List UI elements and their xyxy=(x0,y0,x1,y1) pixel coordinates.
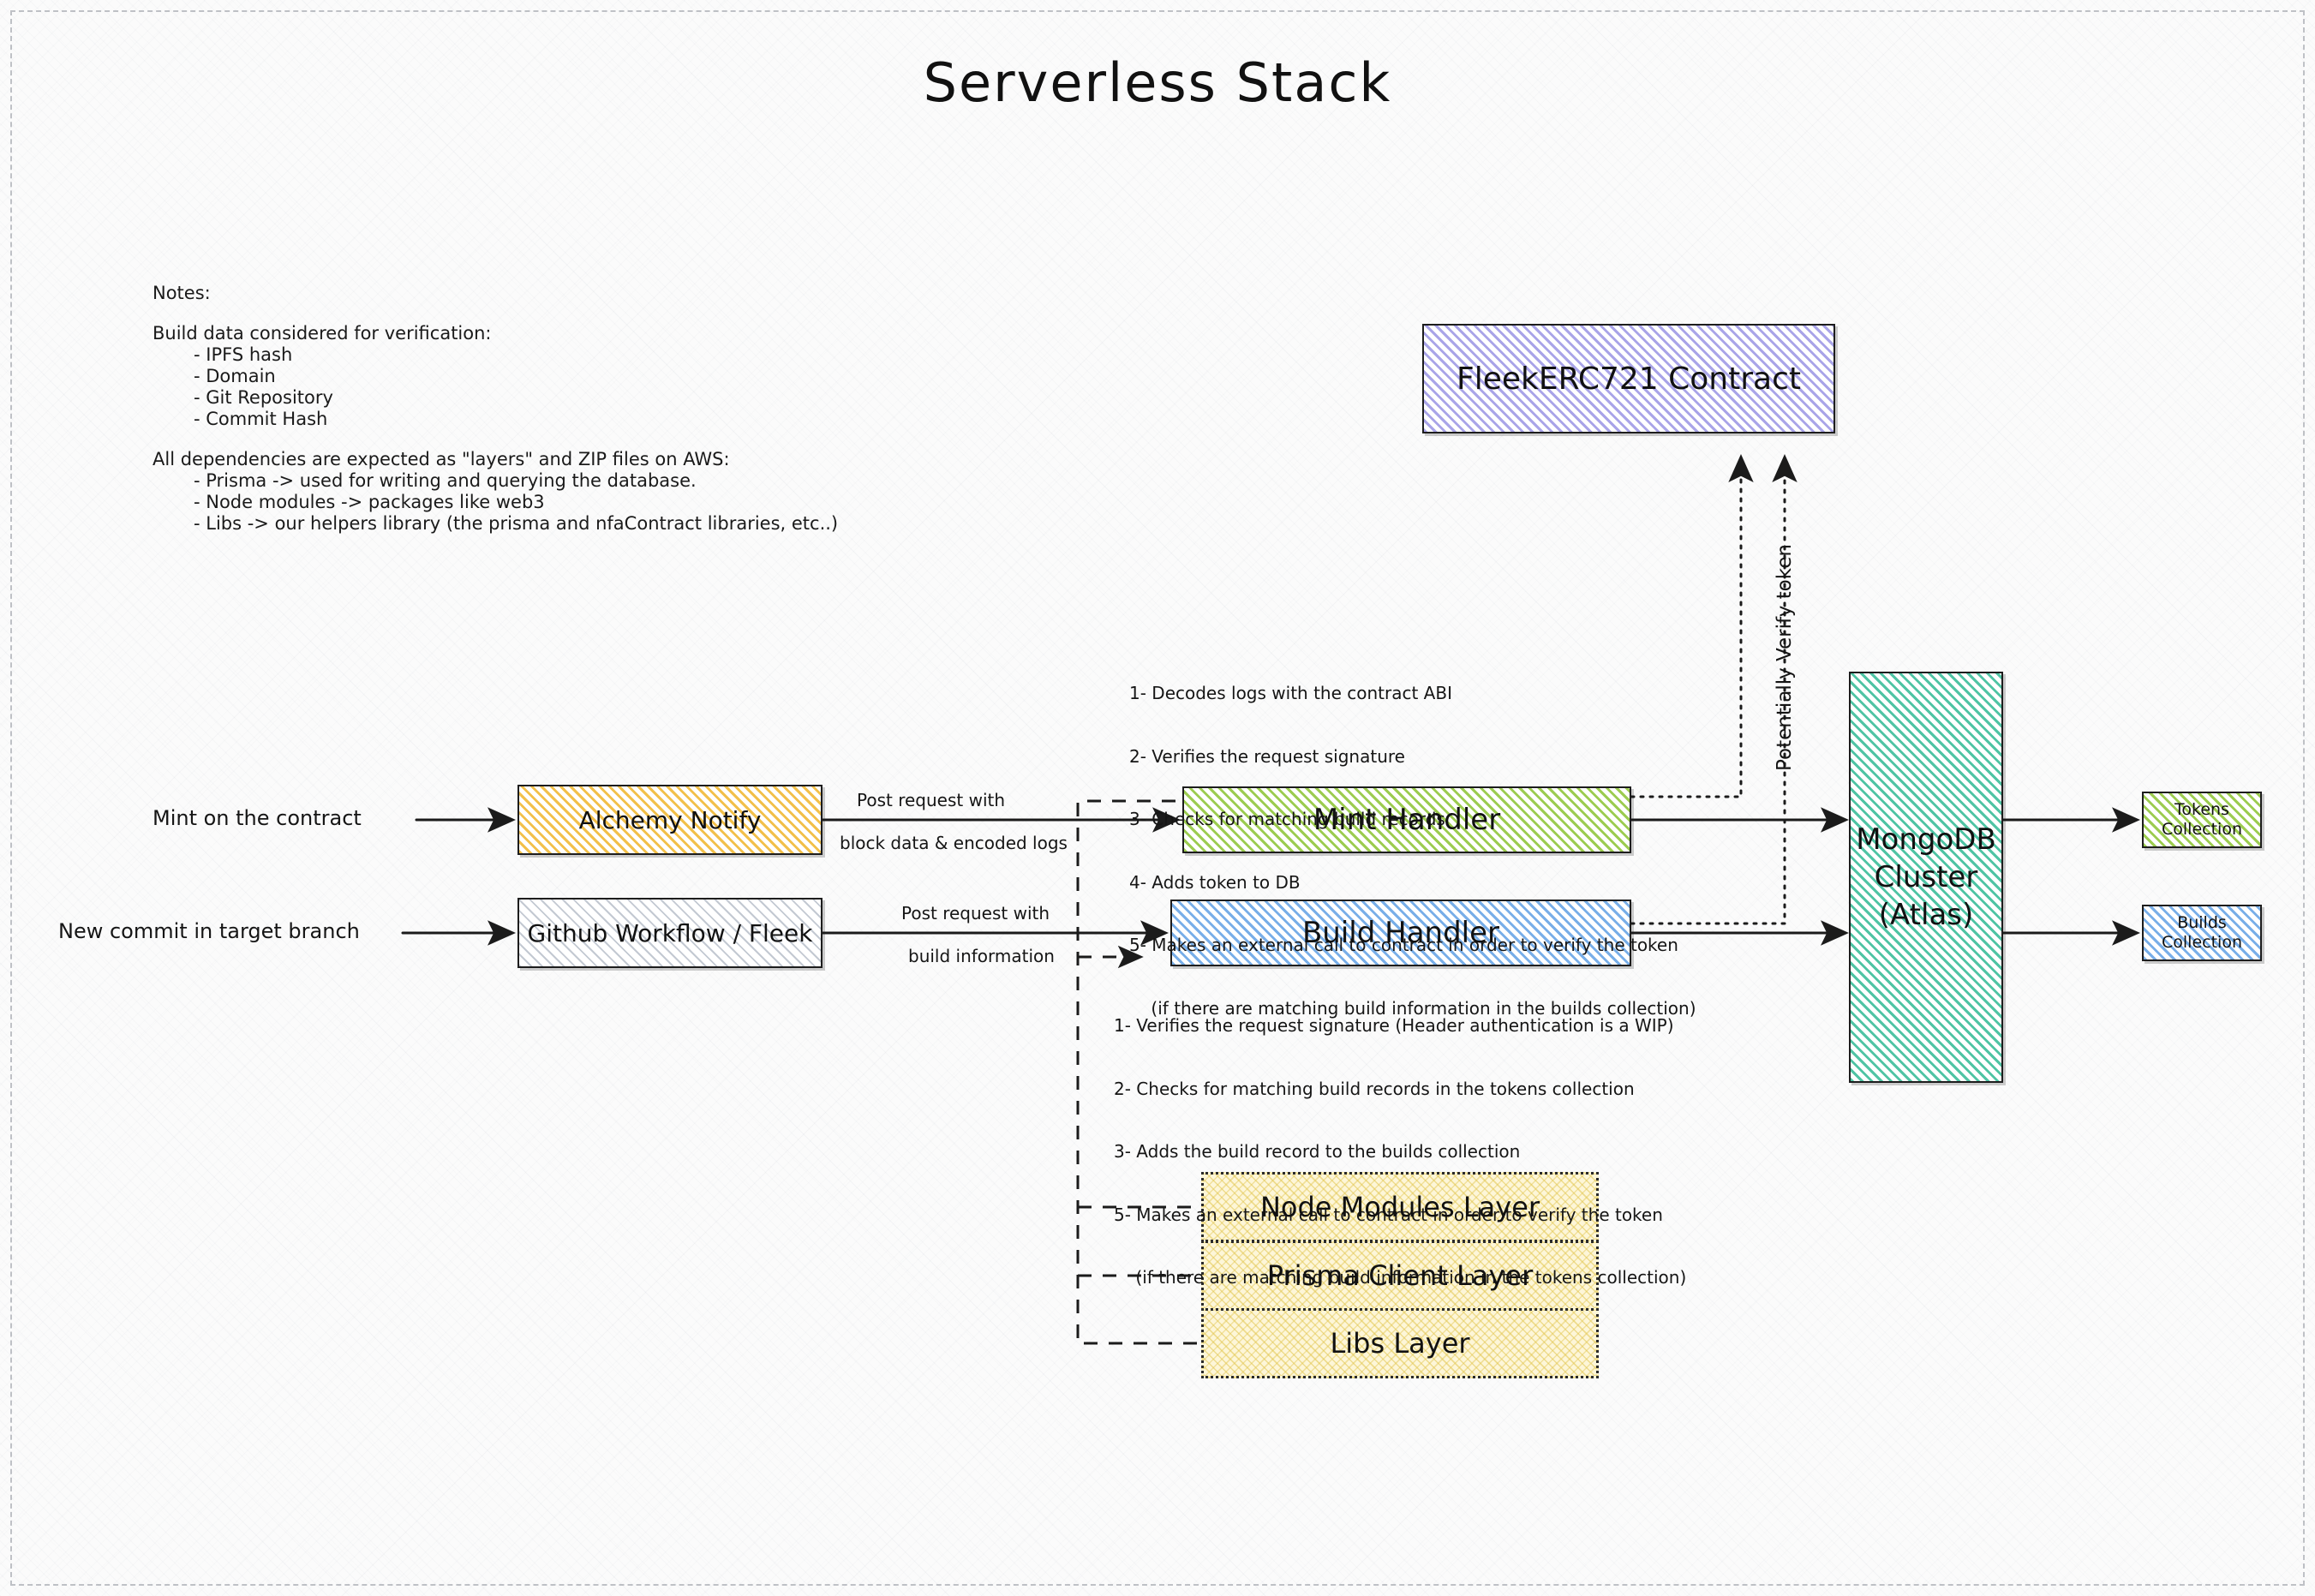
node-build-handler[interactable]: Build Handler xyxy=(1170,900,1631,966)
node-label: Libs Layer xyxy=(1330,1327,1470,1360)
step-item: (if there are matching build information… xyxy=(1129,997,1696,1019)
step-item: 4- Adds token to DB xyxy=(1129,871,1301,893)
notes-heading: Notes: xyxy=(153,283,211,303)
node-label: Github Workflow / Fleek xyxy=(527,918,813,947)
step-item: 2- Verifies the request signature xyxy=(1129,745,1405,767)
node-label: Builds Collection xyxy=(2162,913,2242,952)
trigger-label-mint: Mint on the contract xyxy=(153,806,362,830)
step-item: 5- Makes an external call to contract in… xyxy=(1114,1204,1663,1225)
notes-block: Notes: Build data considered for verific… xyxy=(153,283,838,535)
spacer xyxy=(153,304,838,323)
node-label: Prisma Client Layer xyxy=(1266,1259,1534,1292)
edge-label-alchemy-to-mint-line2: block data & encoded logs xyxy=(840,833,1068,853)
node-libs-layer[interactable]: Libs Layer xyxy=(1201,1308,1599,1378)
step-item: 3- Checks for matching build records xyxy=(1129,809,1445,829)
node-label: Alchemy Notify xyxy=(578,805,762,834)
edge-label-alchemy-to-mint-line1: Post request with xyxy=(857,790,1006,810)
node-label: Mint Handler xyxy=(1313,803,1501,837)
node-builds-collection[interactable]: Builds Collection xyxy=(2142,905,2262,961)
node-alchemy-notify[interactable]: Alchemy Notify xyxy=(517,785,823,855)
notes-section1-title: Build data considered for verification: xyxy=(153,323,492,344)
step-item: 1- Verifies the request signature (Heade… xyxy=(1114,1015,1674,1036)
node-node-modules-layer[interactable]: Node Modules Layer xyxy=(1201,1172,1599,1242)
build-handler-steps: 1- Verifies the request signature (Heade… xyxy=(1114,973,1686,1330)
notes-item: - Commit Hash xyxy=(194,409,328,429)
node-label: FleekERC721 Contract xyxy=(1457,361,1801,397)
node-mongodb-cluster[interactable]: MongoDB Cluster (Atlas) xyxy=(1849,672,2003,1083)
notes-item: - Node modules -> packages like web3 xyxy=(194,492,545,512)
node-github-workflow-fleek[interactable]: Github Workflow / Fleek xyxy=(517,898,823,968)
edge-label-verify-token: Potentially Verify token xyxy=(1774,544,1796,771)
notes-item: - Git Repository xyxy=(194,387,333,408)
node-mint-handler[interactable]: Mint Handler xyxy=(1182,786,1631,853)
notes-item: - IPFS hash xyxy=(194,344,293,365)
step-item: 2- Checks for matching build records in … xyxy=(1114,1078,1635,1099)
node-tokens-collection[interactable]: Tokens Collection xyxy=(2142,792,2262,848)
edge-label-github-to-build-line2: build information xyxy=(908,946,1055,966)
step-item: 3- Adds the build record to the builds c… xyxy=(1114,1141,1521,1162)
page-title: Serverless Stack xyxy=(923,51,1392,114)
edge-label-github-to-build-line1: Post request with xyxy=(901,903,1050,924)
spacer xyxy=(153,430,838,449)
notes-section2-title: All dependencies are expected as "layers… xyxy=(153,449,730,469)
node-fleek-erc721-contract[interactable]: FleekERC721 Contract xyxy=(1422,324,1835,433)
notes-item: - Prisma -> used for writing and queryin… xyxy=(194,470,697,491)
node-label: MongoDB Cluster (Atlas) xyxy=(1856,822,1996,932)
node-prisma-client-layer[interactable]: Prisma Client Layer xyxy=(1201,1240,1599,1311)
notes-item: - Libs -> our helpers library (the prism… xyxy=(194,513,839,534)
step-item: 5- Makes an external call to contract in… xyxy=(1129,935,1678,955)
trigger-label-commit: New commit in target branch xyxy=(58,919,360,943)
node-label: Tokens Collection xyxy=(2162,800,2242,839)
mint-handler-steps: 1- Decodes logs with the contract ABI 2-… xyxy=(1129,641,1696,1061)
notes-item: - Domain xyxy=(194,366,276,386)
node-label: Build Handler xyxy=(1301,916,1500,950)
node-label: Node Modules Layer xyxy=(1259,1191,1540,1223)
step-item: 1- Decodes logs with the contract ABI xyxy=(1129,683,1452,703)
step-item: (if there are matching build information… xyxy=(1114,1267,1687,1288)
